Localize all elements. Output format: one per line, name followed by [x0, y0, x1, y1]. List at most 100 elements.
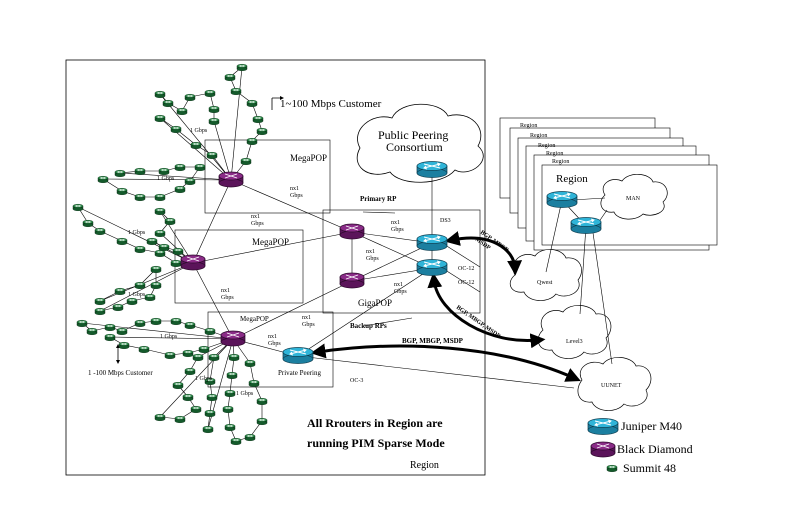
summit-48-switch: [164, 217, 176, 226]
summit-48-switch: [224, 423, 236, 432]
summit-48-switch: [94, 307, 106, 316]
qwest-label: Qwest: [537, 280, 553, 286]
link-line: [297, 267, 433, 357]
summit-48-switch: [256, 397, 268, 406]
summit-48-switch: [236, 63, 248, 72]
summit-48-switch: [208, 105, 220, 114]
summit-48-switch: [114, 287, 126, 296]
summit-48-switch: [226, 371, 238, 380]
summit-48-switch: [208, 117, 220, 126]
link-line: [232, 280, 353, 340]
link-line: [545, 199, 563, 273]
primary-rp-label: Primary RP: [360, 195, 397, 203]
link-capacity-label: Gbps: [391, 227, 404, 233]
link-line: [441, 242, 481, 268]
public-peering-label-2: Consortium: [386, 140, 443, 154]
summit-48-switch: [116, 237, 128, 246]
gbps-label: 1 Gbps: [190, 128, 208, 134]
gigapop-label: GigaPOP: [358, 298, 392, 308]
summit-48-switch: [172, 247, 184, 256]
megapop-label-2: MegaPOP: [252, 237, 289, 247]
summit-48-switch: [204, 89, 216, 98]
summit-48-switch: [230, 437, 242, 446]
uunet-cloud: [577, 357, 652, 411]
summit-48-switch: [240, 157, 252, 166]
juniper-m40-router: [546, 191, 578, 208]
megapop-label-3: MegaPOP: [240, 315, 269, 323]
link-line: [192, 262, 234, 340]
legend-juniper-label: Juniper M40: [621, 419, 682, 433]
link-capacity-label: Gbps: [251, 221, 264, 227]
link-line: [192, 179, 232, 264]
gbps-label: 1 Gbps: [160, 334, 178, 340]
summit-48-switch: [162, 99, 174, 108]
juniper-m40-router: [282, 347, 314, 364]
oc3-label: OC-3: [350, 378, 363, 384]
link-line: [230, 179, 353, 233]
summit-48-switch: [82, 219, 94, 228]
region-stack-label: Region: [538, 143, 555, 149]
summit-48-switch: [104, 323, 116, 332]
link-line: [297, 355, 575, 389]
region-stack-label: Region: [546, 151, 563, 157]
summit-48-switch: [134, 245, 146, 254]
summit-48-switch: [76, 319, 88, 328]
link-line: [591, 225, 613, 365]
bgp-arrows: [310, 231, 581, 382]
summit-48-switch: [144, 293, 156, 302]
summit-48-switch: [176, 107, 188, 116]
summit-48-switch: [256, 417, 268, 426]
summit-48-switch: [244, 433, 256, 442]
summit-48-switch: [170, 125, 182, 134]
summit-48-switch: [154, 229, 166, 238]
summit-48-switch: [184, 367, 196, 376]
summit-48-switch: [154, 114, 166, 123]
link-line: [99, 262, 194, 312]
summit-48-switch: [184, 321, 196, 330]
ds3-label: DS3: [440, 218, 451, 224]
megapop-label-1: MegaPOP: [290, 153, 327, 163]
summit-48-switch: [244, 359, 256, 368]
region-stack-label: Region: [520, 123, 537, 129]
summit-48-switch: [204, 409, 216, 418]
gbps-label: 1 Gbps: [236, 391, 254, 397]
legend-juniper-icon: [587, 418, 619, 435]
link-capacity-label: Gbps: [366, 256, 379, 262]
black-diamond-router: [339, 272, 365, 289]
summit-48-switch: [94, 227, 106, 236]
black-diamond-router: [339, 223, 365, 240]
summit-48-switch: [118, 341, 130, 350]
summit-48-switch: [184, 93, 196, 102]
summit-48-switch: [104, 333, 116, 342]
summit-48-switch: [224, 73, 236, 82]
legend-summit-icon: [606, 464, 618, 473]
summit-48-switch: [174, 163, 186, 172]
juniper-m40-router: [416, 161, 448, 178]
summit-48-switch: [202, 425, 214, 434]
gbps-label: 1 Gbps: [195, 376, 213, 382]
oc12-label-b: OC-12: [458, 280, 474, 286]
man-cloud: [600, 174, 668, 220]
summit-48-switch: [206, 393, 218, 402]
summit-48-switch: [114, 169, 126, 178]
legend-black-diamond-icon: [590, 441, 616, 458]
summit-48-switch: [246, 137, 258, 146]
link-line: [351, 242, 433, 282]
summit-48-switch: [97, 175, 109, 184]
bgp-private-label: BGP, MBGP, MSDP: [402, 337, 464, 345]
summit-48-switch: [164, 351, 176, 360]
link-line: [362, 211, 396, 214]
summit-48-switch: [174, 415, 186, 424]
link-line: [213, 120, 232, 181]
summit-48-switch: [170, 317, 182, 326]
link-line: [362, 317, 413, 327]
summit-48-switch: [150, 317, 162, 326]
customer-label-bottom: 1 -100 Mbps Customer: [88, 369, 153, 377]
bgp-level3-label: BGP, MBGP, MSDP: [455, 305, 501, 340]
link-capacity-label: Gbps: [290, 193, 303, 199]
summit-48-switch: [126, 297, 138, 306]
link-line: [99, 262, 194, 302]
summit-48-switch: [256, 127, 268, 136]
juniper-m40-router: [416, 259, 448, 276]
